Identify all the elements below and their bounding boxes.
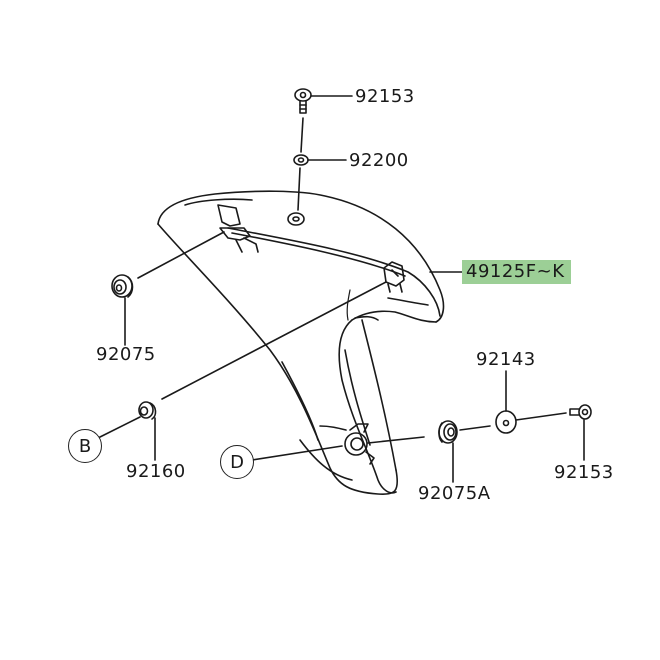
part-label-right-washer: 92143 bbox=[476, 349, 536, 370]
callout-d: D bbox=[220, 445, 254, 479]
right-grommet bbox=[438, 420, 458, 444]
callout-b-letter: B bbox=[78, 435, 92, 457]
left-grommet bbox=[111, 274, 134, 298]
top-screw bbox=[294, 88, 312, 114]
callout-d-letter: D bbox=[230, 451, 244, 473]
part-label-top-screw: 92153 bbox=[355, 86, 415, 107]
top-washer bbox=[293, 154, 309, 166]
part-label-fender[interactable]: 49125F~K bbox=[462, 260, 571, 284]
right-washer bbox=[495, 410, 517, 434]
part-label-top-washer: 92200 bbox=[349, 150, 409, 171]
part-label-left-grommet: 92075 bbox=[96, 344, 156, 365]
right-screw bbox=[569, 404, 592, 420]
left-bracket bbox=[217, 204, 259, 253]
lower-mount bbox=[319, 423, 375, 465]
part-label-right-grommet: 92075A bbox=[418, 483, 491, 504]
part-label-left-collar: 92160 bbox=[126, 461, 186, 482]
part-label-right-screw: 92153 bbox=[554, 462, 614, 483]
left-collar bbox=[138, 401, 157, 420]
callout-b: B bbox=[68, 429, 102, 463]
fender-outline bbox=[157, 190, 445, 495]
